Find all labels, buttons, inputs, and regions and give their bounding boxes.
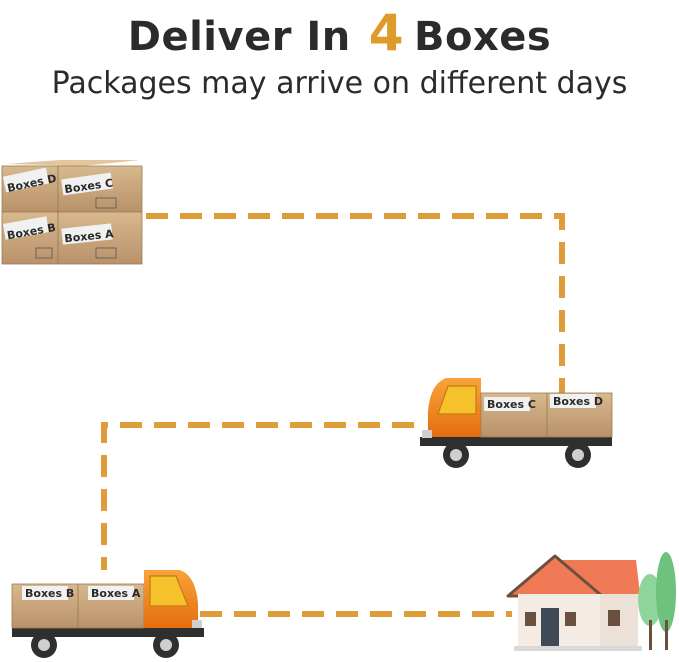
truck-right-box-d: Boxes D [546,392,613,438]
truck-right-label-d: Boxes D [553,395,603,408]
box-stack: Boxes D Boxes C Boxes B Boxes A [1,160,143,265]
tree-icon [638,552,676,650]
truck-right-label-c: Boxes C [487,398,536,411]
truck-right: Boxes C Boxes D [420,378,613,468]
route-segment-truck-to-truck [101,422,414,570]
stack-box-b: Boxes B [1,211,59,265]
truck-right-window [437,385,477,415]
house-icon [506,554,642,651]
stack-label-a: Boxes A [64,227,115,245]
title-number: 4 [368,4,405,62]
truck-right-box-c: Boxes C [480,392,548,438]
route-segment-warehouse-to-truck [146,213,565,395]
truck-left-label-b: Boxes B [25,587,74,600]
stack-box-d: Boxes D [1,165,59,213]
page-subtitle: Packages may arrive on different days [51,66,628,101]
title-suffix: Boxes [414,14,552,60]
truck-left-label-a: Boxes A [91,587,141,600]
stack-box-a: Boxes A [57,211,143,265]
stack-box-c: Boxes C [57,165,143,213]
truck-left-box-a: Boxes A [77,583,145,629]
title-prefix: Deliver In [127,14,351,60]
truck-left: Boxes B Boxes A [11,570,204,658]
route-path [101,213,565,617]
truck-left-window [149,575,189,607]
truck-left-box-b: Boxes B [11,583,79,629]
